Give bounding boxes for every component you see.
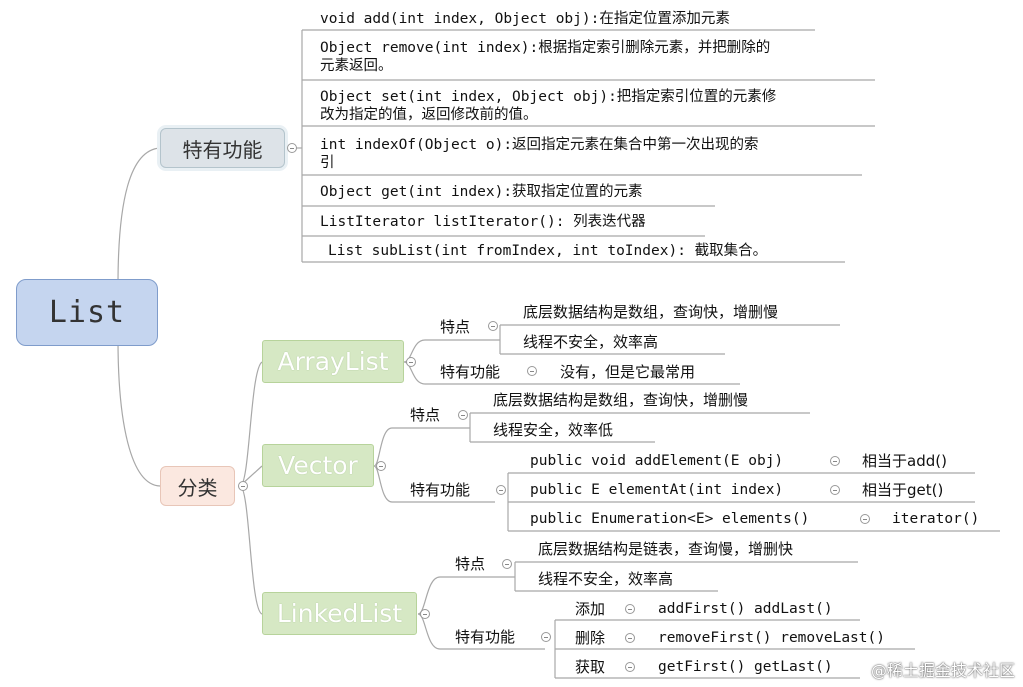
collapse-vector-method-1-icon[interactable] bbox=[830, 456, 840, 466]
arraylist-special-label: 特有功能 bbox=[440, 363, 501, 381]
topic-linkedlist[interactable]: LinkedList bbox=[262, 592, 417, 635]
collapse-linkedlist-remove-icon[interactable] bbox=[625, 633, 635, 643]
collapse-arraylist-special-icon[interactable] bbox=[527, 366, 537, 376]
collapse-classify-icon[interactable] bbox=[238, 481, 248, 491]
collapse-vector-method-3-icon[interactable] bbox=[860, 514, 870, 524]
collapse-arraylist-icon[interactable] bbox=[406, 357, 416, 367]
special-item-remove: Object remove(int index):根据指定索引删除元素，并把删除… bbox=[320, 40, 771, 56]
watermark: @稀土掘金技术社区 bbox=[870, 661, 1015, 680]
topic-classify[interactable]: 分类 bbox=[160, 466, 235, 506]
special-item-sublist: List subList(int fromIndex, int toIndex)… bbox=[328, 243, 768, 259]
collapse-linkedlist-add-icon[interactable] bbox=[625, 604, 635, 614]
special-item-get: Object get(int index):获取指定位置的元素 bbox=[320, 184, 643, 200]
special-item-set: Object set(int index, Object obj):把指定索引位… bbox=[320, 89, 777, 105]
topic-arraylist[interactable]: ArrayList bbox=[262, 340, 404, 383]
vector-feature-1: 底层数据结构是数组，查询快，增删慢 bbox=[493, 391, 749, 409]
linkedlist-op-get-methods: getFirst() getLast() bbox=[658, 659, 833, 675]
root-label: List bbox=[48, 295, 126, 330]
vector-features-label: 特点 bbox=[410, 406, 441, 424]
linkedlist-feature-1: 底层数据结构是链表，查询慢，增删快 bbox=[538, 540, 794, 558]
vector-method-2: public E elementAt(int index) bbox=[530, 482, 784, 498]
collapse-linkedlist-icon[interactable] bbox=[420, 609, 430, 619]
special-item-indexof: int indexOf(Object o):返回指定元素在集合中第一次出现的索 bbox=[320, 137, 759, 153]
root-node-list[interactable]: List bbox=[16, 279, 158, 346]
special-item-indexof-cont: 引 bbox=[320, 155, 335, 171]
vector-method-3: public Enumeration<E> elements() bbox=[530, 511, 810, 527]
vector-special-label: 特有功能 bbox=[410, 481, 471, 499]
special-item-add: void add(int index, Object obj):在指定位置添加元… bbox=[320, 11, 730, 27]
vector-method-1-eq: 相当于add() bbox=[862, 452, 947, 470]
arraylist-features-label: 特点 bbox=[440, 318, 471, 336]
linkedlist-op-add-methods: addFirst() addLast() bbox=[658, 601, 833, 617]
arraylist-feature-1: 底层数据结构是数组，查询快，增删慢 bbox=[523, 303, 779, 321]
arraylist-special-value: 没有，但是它最常用 bbox=[560, 363, 696, 381]
linkedlist-op-remove-methods: removeFirst() removeLast() bbox=[658, 630, 885, 646]
vector-label: Vector bbox=[278, 451, 358, 480]
collapse-arraylist-features-icon[interactable] bbox=[488, 321, 498, 331]
topic-classify-label: 分类 bbox=[177, 475, 218, 500]
vector-method-2-eq: 相当于get() bbox=[862, 481, 944, 499]
collapse-vector-method-2-icon[interactable] bbox=[830, 485, 840, 495]
special-item-listiterator: ListIterator listIterator(): 列表迭代器 bbox=[320, 214, 646, 230]
linkedlist-features-label: 特点 bbox=[455, 555, 486, 573]
arraylist-label: ArrayList bbox=[277, 347, 389, 376]
topic-special-functions[interactable]: 特有功能 bbox=[160, 128, 285, 168]
linkedlist-label: LinkedList bbox=[276, 599, 403, 628]
linkedlist-op-remove: 删除 bbox=[575, 629, 606, 647]
linkedlist-op-get: 获取 bbox=[575, 658, 606, 676]
linkedlist-op-add: 添加 bbox=[575, 600, 606, 618]
collapse-linkedlist-special-icon[interactable] bbox=[541, 632, 551, 642]
vector-feature-2: 线程安全，效率低 bbox=[493, 421, 614, 439]
linkedlist-feature-2: 线程不安全，效率高 bbox=[538, 570, 674, 588]
special-item-set-cont: 改为指定的值，返回修改前的值。 bbox=[320, 107, 538, 123]
linkedlist-special-label: 特有功能 bbox=[455, 628, 516, 646]
special-item-remove-cont: 元素返回。 bbox=[320, 58, 393, 74]
collapse-vector-features-icon[interactable] bbox=[458, 410, 468, 420]
collapse-linkedlist-get-icon[interactable] bbox=[625, 662, 635, 672]
collapse-vector-special-icon[interactable] bbox=[496, 485, 506, 495]
collapse-linkedlist-features-icon[interactable] bbox=[502, 559, 512, 569]
vector-method-1: public void addElement(E obj) bbox=[530, 453, 784, 469]
topic-vector[interactable]: Vector bbox=[262, 444, 374, 487]
collapse-special-icon[interactable] bbox=[287, 143, 297, 153]
collapse-vector-icon[interactable] bbox=[376, 461, 386, 471]
vector-method-3-eq: iterator() bbox=[892, 511, 980, 527]
topic-special-label: 特有功能 bbox=[182, 137, 263, 162]
arraylist-feature-2: 线程不安全，效率高 bbox=[523, 333, 659, 351]
